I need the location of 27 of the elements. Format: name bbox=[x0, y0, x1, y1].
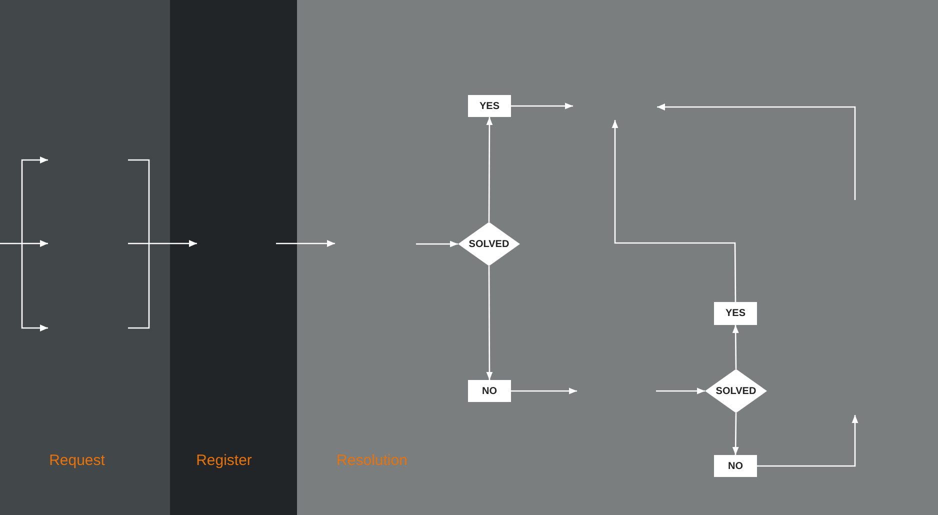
arrow bbox=[732, 413, 739, 455]
decision-label: SOLVED bbox=[716, 386, 756, 396]
arrow bbox=[757, 415, 858, 467]
arrow bbox=[511, 102, 573, 110]
lane-label: Resolution bbox=[336, 452, 408, 469]
decision-label: SOLVED bbox=[468, 238, 510, 250]
decision-diamond bbox=[705, 369, 767, 413]
outcome-label: NO bbox=[728, 460, 743, 472]
outcome-box bbox=[714, 455, 757, 477]
arrow bbox=[486, 266, 493, 380]
decision-diamond bbox=[458, 222, 520, 266]
outcome-label: YES bbox=[725, 308, 746, 319]
lane-label: Register bbox=[196, 452, 252, 469]
arrow bbox=[656, 388, 705, 394]
outcome-label: NO bbox=[482, 386, 497, 396]
arrow bbox=[511, 388, 577, 394]
lane-label: Request bbox=[49, 452, 105, 469]
arrow bbox=[486, 117, 493, 222]
outcome-box bbox=[714, 302, 757, 325]
outcome-box bbox=[468, 95, 511, 117]
swimlane bbox=[170, 0, 297, 515]
arrow bbox=[732, 325, 739, 369]
swimlane bbox=[0, 0, 170, 515]
arrow bbox=[416, 240, 458, 248]
arrow bbox=[612, 120, 736, 302]
outcome-box bbox=[468, 380, 511, 402]
outcome-label: YES bbox=[479, 100, 500, 112]
